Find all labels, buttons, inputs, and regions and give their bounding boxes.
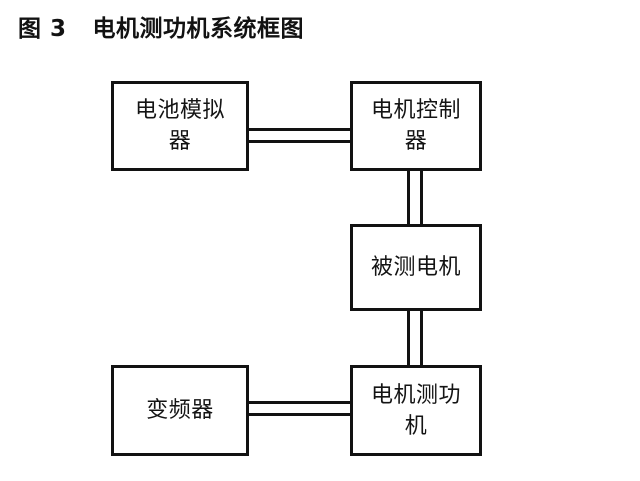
connector-battery-simulator-to-motor-controller-line-1: [247, 128, 352, 131]
block-motor-controller: 电机控制 器: [350, 81, 482, 171]
block-battery-simulator-label: 电池模拟 器: [134, 98, 225, 154]
block-battery-simulator: 电池模拟 器: [111, 81, 249, 171]
figure-caption: 图 3 电机测功机系统框图: [18, 14, 304, 44]
connector-inverter-to-dynamometer-line-2: [247, 413, 352, 416]
block-dynamometer: 电机测功 机: [350, 365, 482, 456]
connector-battery-simulator-to-motor-controller-line-2: [247, 140, 352, 143]
block-motor-controller-label: 电机控制 器: [370, 98, 461, 154]
block-motor-under-test-label: 被测电机: [370, 255, 461, 280]
figure-number: 图 3: [18, 16, 67, 42]
block-inverter-label: 变频器: [146, 398, 214, 423]
connector-motor-under-test-to-dynamometer-line-2: [420, 309, 423, 367]
block-dynamometer-label: 电机测功 机: [370, 382, 461, 439]
connector-inverter-to-dynamometer-line-1: [247, 401, 352, 404]
connector-motor-controller-to-motor-under-test-line-1: [407, 169, 410, 226]
figure-title: 电机测功机系统框图: [92, 16, 305, 42]
connector-motor-controller-to-motor-under-test-line-2: [420, 169, 423, 226]
block-motor-under-test: 被测电机: [350, 224, 482, 311]
connector-motor-under-test-to-dynamometer-line-1: [407, 309, 410, 367]
block-inverter: 变频器: [111, 365, 249, 456]
